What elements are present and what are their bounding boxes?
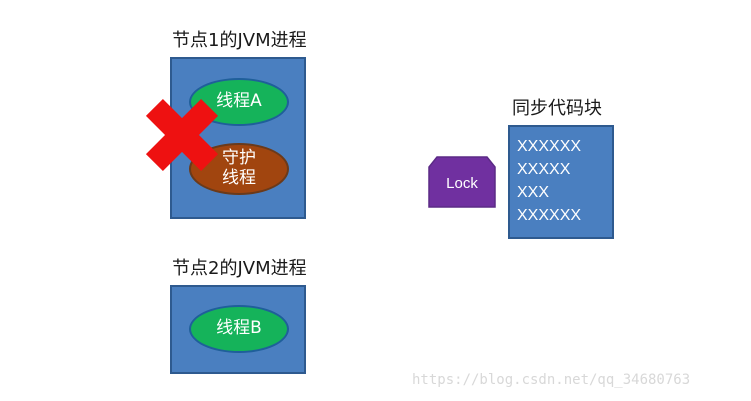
daemon-thread-label: 守护线程: [222, 148, 256, 188]
watermark: https://blog.csdn.net/qq_34680763: [412, 372, 691, 388]
code-line: XXXXXX: [517, 138, 582, 155]
code-line: XXX: [517, 184, 550, 201]
node1-title: 节点1的JVM进程: [172, 30, 307, 51]
sync-code-block: XXXXXX XXXXX XXX XXXXXX: [508, 125, 614, 239]
daemon-thread: 守护线程: [189, 143, 289, 195]
thread-b: 线程B: [189, 305, 289, 353]
sync-block-title: 同步代码块: [512, 98, 602, 119]
thread-b-label: 线程B: [216, 318, 262, 339]
code-line: XXXXXX: [517, 207, 582, 224]
lock-label: Lock: [446, 175, 478, 192]
node2-title: 节点2的JVM进程: [172, 258, 307, 279]
lock-shape: Lock: [428, 156, 496, 208]
failure-cross-icon: [145, 98, 219, 172]
code-line: XXXXX: [517, 161, 571, 178]
thread-a-label: 线程A: [216, 91, 262, 112]
